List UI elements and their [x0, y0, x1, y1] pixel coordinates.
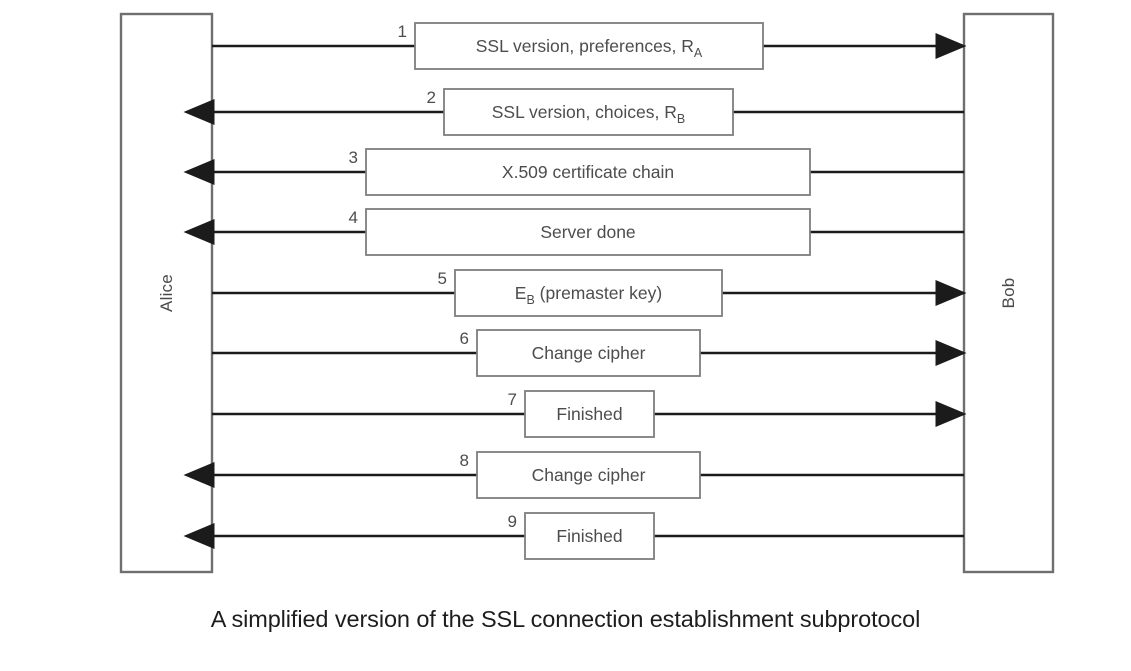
message-row-7: Finished 7 [212, 390, 967, 438]
step-number: 6 [460, 329, 469, 348]
message-label: EB (premaster key) [515, 283, 662, 307]
party-alice-label: Alice [157, 274, 176, 312]
message-box[interactable] [365, 148, 811, 196]
message-row-6: Change cipher 6 [212, 329, 967, 377]
message-box[interactable] [476, 451, 701, 499]
message-label: Finished [556, 404, 622, 424]
message-row-4: Server done 4 [183, 208, 964, 256]
step-number: 4 [349, 208, 358, 227]
message-row-1: SSL version, preferences, RA 1 [212, 22, 967, 70]
message-row-3: X.509 certificate chain 3 [183, 148, 964, 196]
message-label: Change cipher [532, 465, 646, 485]
party-bob-bar [962, 12, 1055, 574]
message-label: SSL version, choices, RB [492, 102, 685, 126]
message-box[interactable] [524, 512, 655, 560]
message-row-9: Finished 9 [183, 512, 964, 560]
step-number: 8 [460, 451, 469, 470]
step-number: 3 [349, 148, 358, 167]
message-label-suffix: (premaster key) [535, 283, 662, 303]
party-alice: Alice [119, 12, 214, 574]
party-bob-label: Bob [999, 278, 1018, 309]
message-box[interactable] [443, 88, 734, 136]
step-number: 2 [427, 88, 436, 107]
message-box[interactable] [365, 208, 811, 256]
message-subscript: B [677, 112, 685, 126]
message-label: SSL version, preferences, RA [476, 36, 703, 60]
message-box[interactable] [454, 269, 723, 317]
message-subscript: A [694, 46, 703, 60]
message-label: Finished [556, 526, 622, 546]
step-number: 5 [438, 269, 447, 288]
step-number: 1 [398, 22, 407, 41]
party-bob: Bob [962, 12, 1055, 574]
message-row-8: Change cipher 8 [183, 451, 964, 499]
figure-caption: A simplified version of the SSL connecti… [210, 606, 921, 632]
message-row-5: EB (premaster key) 5 [212, 269, 967, 317]
message-row-2: SSL version, choices, RB 2 [183, 88, 964, 136]
message-box[interactable] [414, 22, 764, 70]
step-number: 9 [508, 512, 517, 531]
message-label: Server done [540, 222, 635, 242]
message-label: Change cipher [532, 343, 646, 363]
message-box[interactable] [524, 390, 655, 438]
step-number: 7 [508, 390, 517, 409]
message-label: X.509 certificate chain [502, 162, 674, 182]
message-subscript: B [526, 293, 534, 307]
message-box[interactable] [476, 329, 701, 377]
